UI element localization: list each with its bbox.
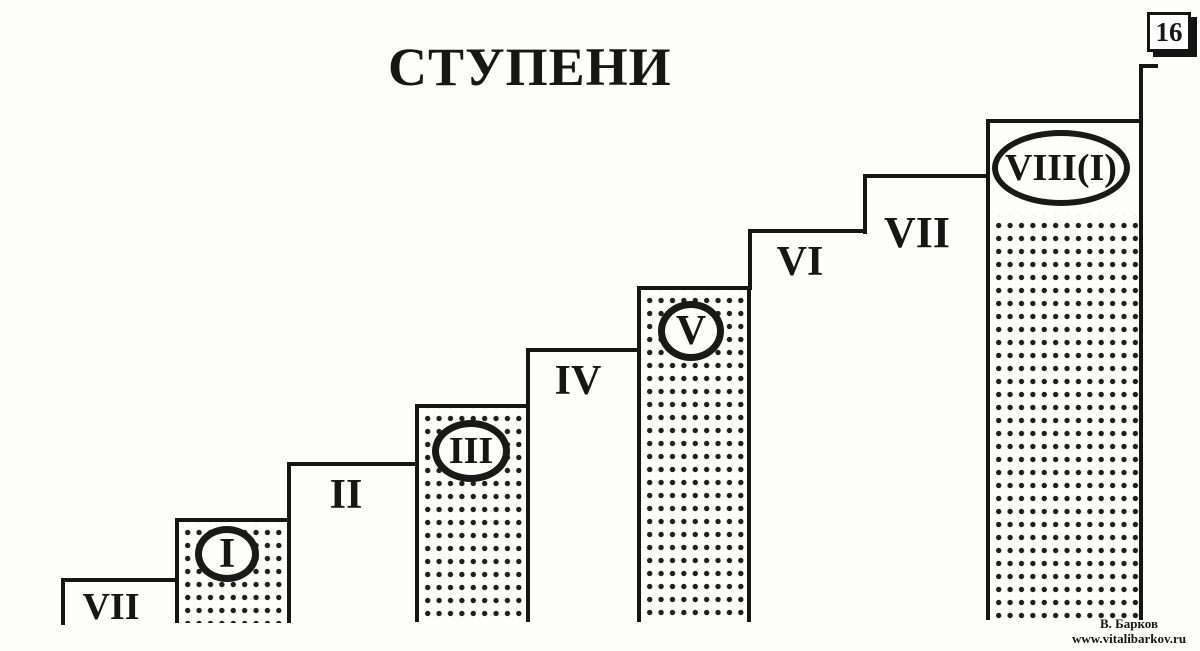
step-viii-circle: VIII(I) bbox=[992, 130, 1130, 206]
step-vi-tread bbox=[748, 229, 867, 233]
step-i-label: I bbox=[218, 531, 236, 577]
page-number-badge: 16 bbox=[1147, 12, 1191, 52]
step-vii-riser bbox=[863, 174, 867, 234]
step-iv-riser bbox=[526, 348, 530, 409]
step-vi-label: VI bbox=[776, 239, 824, 285]
step-i-block: I bbox=[175, 518, 291, 623]
step-vi-riser bbox=[748, 229, 752, 290]
step-ii-tread bbox=[287, 462, 417, 466]
step-vii-low-riser bbox=[61, 578, 65, 625]
next-step-tread bbox=[1139, 64, 1158, 68]
step-vii-tread bbox=[863, 174, 990, 178]
step-iv-tread bbox=[526, 348, 640, 352]
step-vii-low-label: VII bbox=[82, 586, 140, 628]
credit-website: www.vitalibarkov.ru bbox=[1071, 631, 1187, 646]
step-viii-block: VIII(I) bbox=[986, 119, 1143, 620]
step-iii-block: III bbox=[415, 404, 530, 622]
step-i-circle: I bbox=[195, 526, 259, 582]
credit-author: В. Барков bbox=[1099, 616, 1158, 631]
next-step-riser bbox=[1139, 64, 1143, 123]
step-iii-label: III bbox=[448, 430, 494, 472]
page-number: 16 bbox=[1155, 16, 1183, 47]
step-v-label: V bbox=[675, 308, 707, 354]
step-v-circle: V bbox=[658, 301, 724, 361]
step-viii-dot-fill bbox=[990, 215, 1139, 620]
page-title: СТУПЕНИ bbox=[388, 37, 672, 97]
credit-block: В. Барков www.vitalibarkov.ru bbox=[1058, 616, 1200, 646]
step-ii-label: II bbox=[329, 472, 363, 518]
step-vii-label: VII bbox=[883, 208, 951, 257]
step-iv-label: IV bbox=[554, 358, 602, 404]
step-vii-low-tread bbox=[61, 578, 177, 582]
step-ii-riser bbox=[287, 462, 291, 522]
step-iii-circle: III bbox=[432, 420, 510, 482]
step-v-block: V bbox=[637, 286, 751, 622]
step-viii-label: VIII(I) bbox=[1005, 147, 1117, 189]
